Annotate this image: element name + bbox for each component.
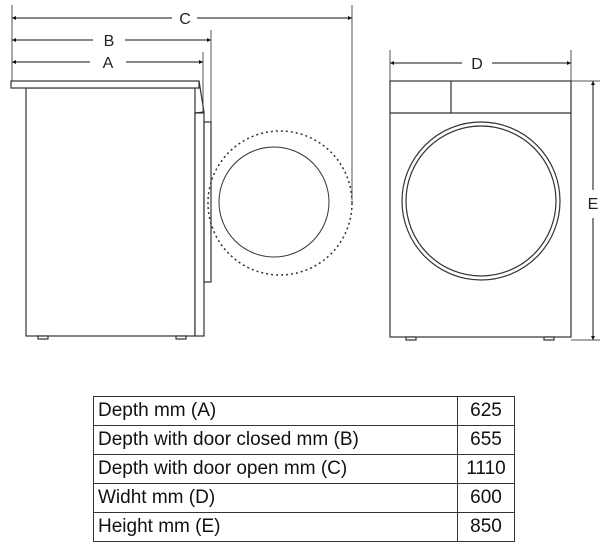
row-label: Height mm (E) bbox=[93, 512, 458, 542]
row-label: Depth with door open mm (C) bbox=[93, 454, 458, 484]
row-label: Widht mm (D) bbox=[93, 483, 458, 513]
label-d: D bbox=[471, 56, 483, 73]
row-value: 655 bbox=[457, 425, 515, 455]
row-value: 850 bbox=[457, 512, 515, 542]
label-b: B bbox=[104, 33, 115, 50]
table-row: Widht mm (D)600 bbox=[93, 483, 515, 513]
table-row: Height mm (E)850 bbox=[93, 512, 515, 542]
door-ring bbox=[401, 121, 561, 281]
row-value: 1110 bbox=[457, 454, 515, 484]
dimensions-table: Depth mm (A)625 Depth with door closed m… bbox=[93, 396, 515, 542]
row-value: 600 bbox=[457, 483, 515, 513]
side-view bbox=[10, 80, 353, 340]
row-label: Depth mm (A) bbox=[93, 396, 458, 426]
dimension-drawing: C B A D E bbox=[10, 5, 600, 341]
label-c: C bbox=[179, 11, 191, 28]
row-value: 625 bbox=[457, 396, 515, 426]
table-row: Depth mm (A)625 bbox=[93, 396, 515, 426]
table-row: Depth with door open mm (C)1110 bbox=[93, 454, 515, 484]
row-label: Depth with door closed mm (B) bbox=[93, 425, 458, 455]
table-row: Depth with door closed mm (B)655 bbox=[93, 425, 515, 455]
label-a: A bbox=[103, 55, 114, 72]
front-view bbox=[389, 80, 572, 341]
open-door-glass bbox=[218, 146, 330, 258]
label-e: E bbox=[588, 196, 599, 213]
open-door-outline bbox=[207, 130, 353, 276]
